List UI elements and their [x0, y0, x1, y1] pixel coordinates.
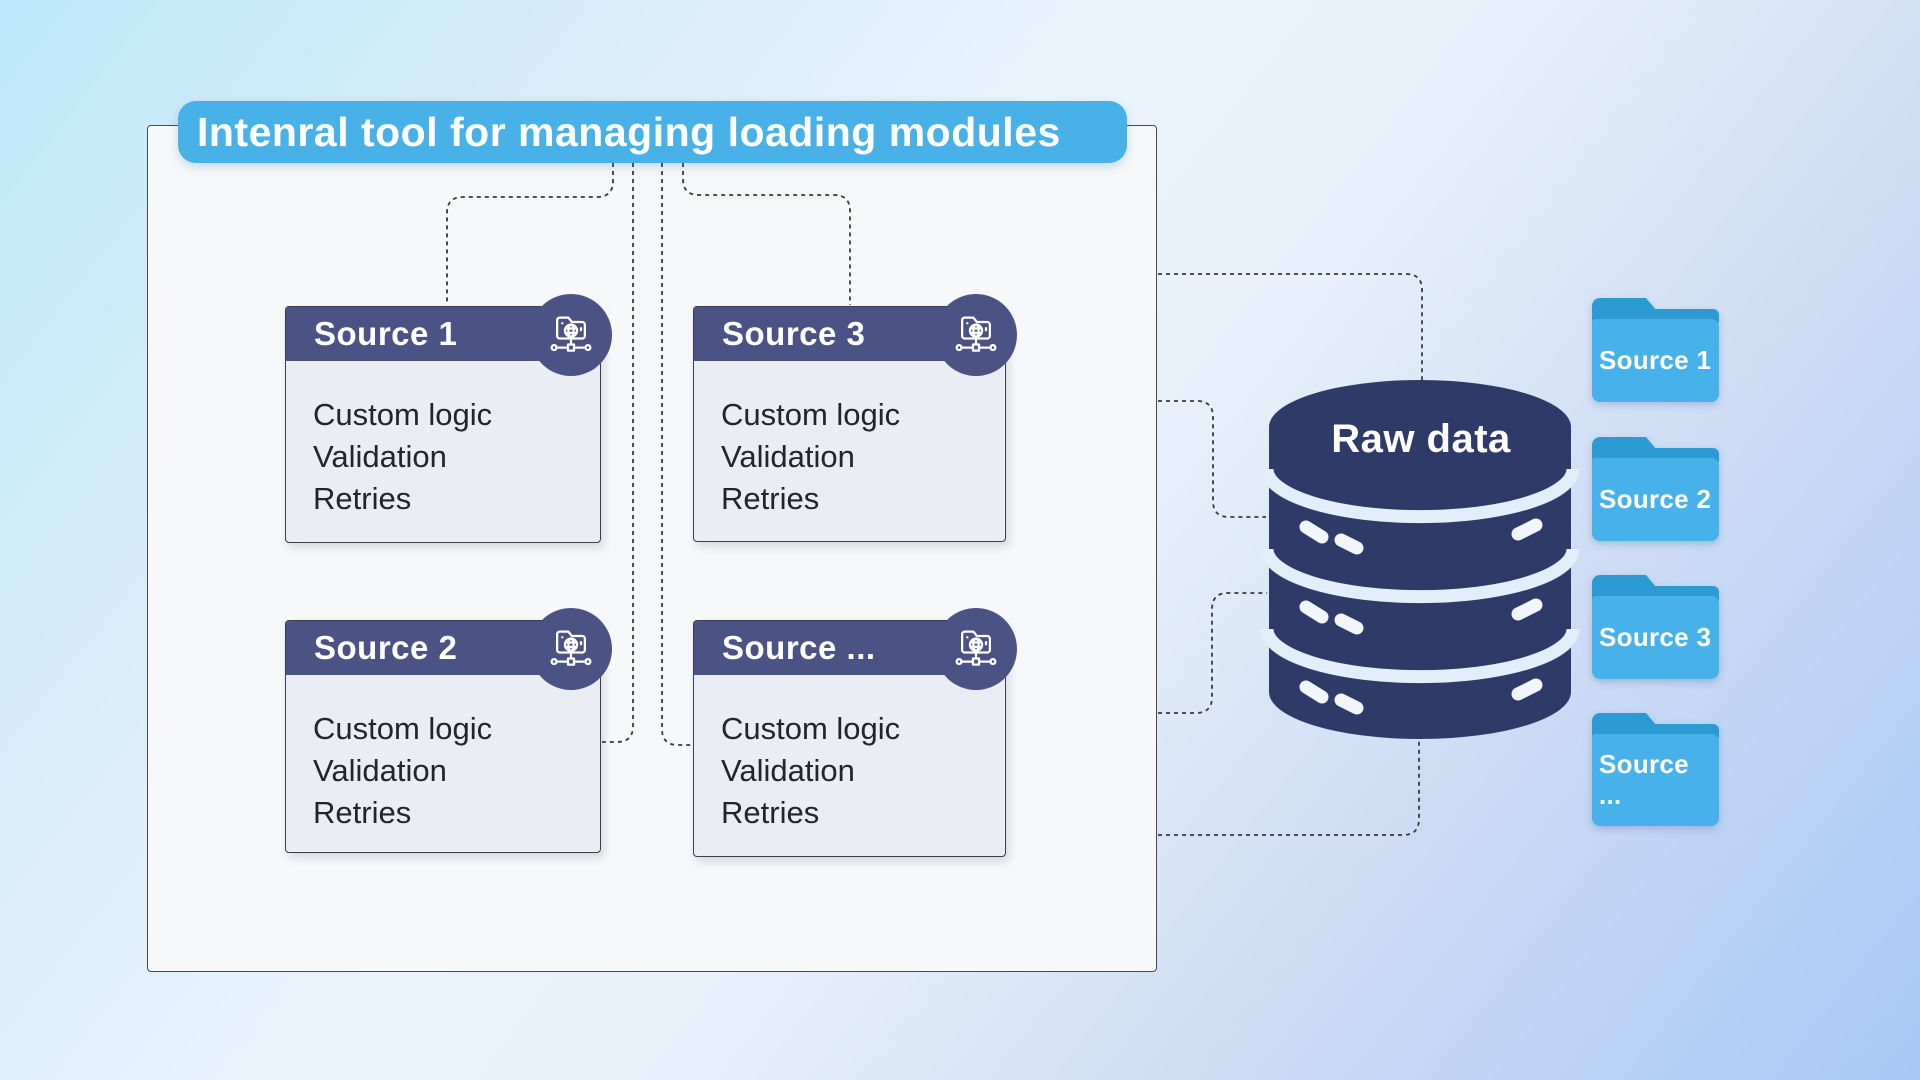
network-folder-icon	[935, 608, 1017, 690]
diagram-title-text: Intenral tool for managing loading modul…	[197, 108, 1061, 155]
feature-line: Validation	[721, 753, 855, 788]
network-folder-icon	[530, 608, 612, 690]
db-indicator-pills	[1299, 518, 1543, 715]
module-card-features: Custom logic Validation Retries	[694, 675, 1005, 834]
folder-icon-source-etc: Source ...	[1592, 713, 1719, 826]
connector-title-to-source-2	[602, 163, 634, 743]
folder-label: Source ...	[1599, 749, 1689, 810]
folder-label: Source 3	[1599, 622, 1712, 652]
feature-line: Retries	[721, 481, 820, 516]
module-card-source-1: Source 1	[285, 294, 612, 543]
network-folder-icon	[530, 294, 612, 376]
folder-label-wrap: Source 3	[1592, 596, 1719, 679]
network-folder-icon	[935, 294, 1017, 376]
folder-icon-source-1: Source 1	[1592, 298, 1719, 402]
module-card-features: Custom logic Validation Retries	[286, 675, 600, 834]
feature-line: Custom logic	[313, 397, 493, 432]
folder-label-wrap: Source ...	[1592, 734, 1719, 826]
module-card-title: Source 3	[722, 315, 866, 352]
module-card-header: Source 1	[286, 294, 612, 376]
feature-line: Retries	[313, 481, 412, 516]
connector-box-to-db-bottom	[1158, 741, 1420, 836]
feature-line: Custom logic	[721, 397, 901, 432]
module-card-features: Custom logic Validation Retries	[286, 361, 600, 520]
diagram-title: Intenral tool for managing loading modul…	[178, 101, 1127, 163]
feature-line: Custom logic	[721, 711, 901, 746]
connector-box-to-db-top	[1158, 273, 1423, 391]
connector-title-to-source-1	[446, 163, 614, 305]
module-card-header: Source 3	[694, 294, 1017, 376]
folder-label-wrap: Source 1	[1592, 319, 1719, 402]
module-card-header: Source ...	[694, 608, 1017, 690]
connector-title-to-source-3	[682, 163, 851, 305]
connector-box-to-db-left-lower	[1158, 592, 1267, 714]
feature-line: Custom logic	[313, 711, 493, 746]
module-card-source-3: Source 3	[693, 294, 1017, 542]
folder-icon-source-3: Source 3	[1592, 575, 1719, 679]
connector-box-to-db-left-upper	[1158, 400, 1266, 518]
connector-title-to-source-x	[661, 163, 693, 746]
feature-line: Retries	[313, 795, 412, 830]
feature-line: Validation	[721, 439, 855, 474]
module-card-features: Custom logic Validation Retries	[694, 361, 1005, 520]
feature-line: Retries	[721, 795, 820, 830]
database-cylinder-icon: Raw data	[1260, 380, 1580, 739]
module-card-title: Source 2	[314, 629, 458, 666]
module-card-source-2: Source 2	[285, 608, 612, 853]
feature-line: Validation	[313, 753, 447, 788]
folder-label-wrap: Source 2	[1592, 458, 1719, 541]
folder-label: Source 1	[1599, 345, 1712, 375]
feature-line: Validation	[313, 439, 447, 474]
folder-label: Source 2	[1599, 484, 1712, 514]
module-card-title: Source 1	[314, 315, 458, 352]
module-card-source-etc: Source ...	[693, 608, 1017, 857]
folder-icon-source-2: Source 2	[1592, 437, 1719, 541]
module-card-title: Source ...	[722, 629, 876, 666]
db-cylinder	[1269, 380, 1571, 739]
db-label: Raw data	[1331, 417, 1511, 461]
module-card-header: Source 2	[286, 608, 612, 690]
